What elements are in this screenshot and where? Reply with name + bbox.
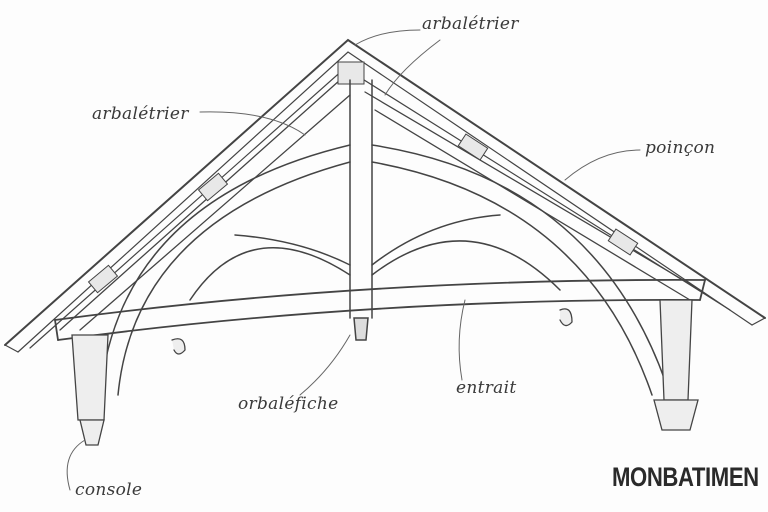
tie-beam (54, 279, 706, 341)
label-arbaletrier-top: arbalétrier (422, 14, 519, 34)
label-entrait: entrait (456, 378, 517, 398)
purlin-blocks (87, 61, 639, 294)
king-post (349, 79, 373, 341)
roof (4, 38, 766, 353)
watermark-logo: MONBATIMEN (612, 462, 759, 492)
consoles (71, 299, 699, 446)
arches (99, 144, 671, 396)
label-orbalefiche: orbaléfiche (238, 394, 339, 414)
rafters (59, 79, 701, 331)
label-arbaletrier-left: arbalétrier (92, 104, 189, 124)
label-console: console (75, 480, 143, 500)
leader-lines (66, 29, 641, 491)
label-poincon: poinçon (645, 138, 716, 158)
